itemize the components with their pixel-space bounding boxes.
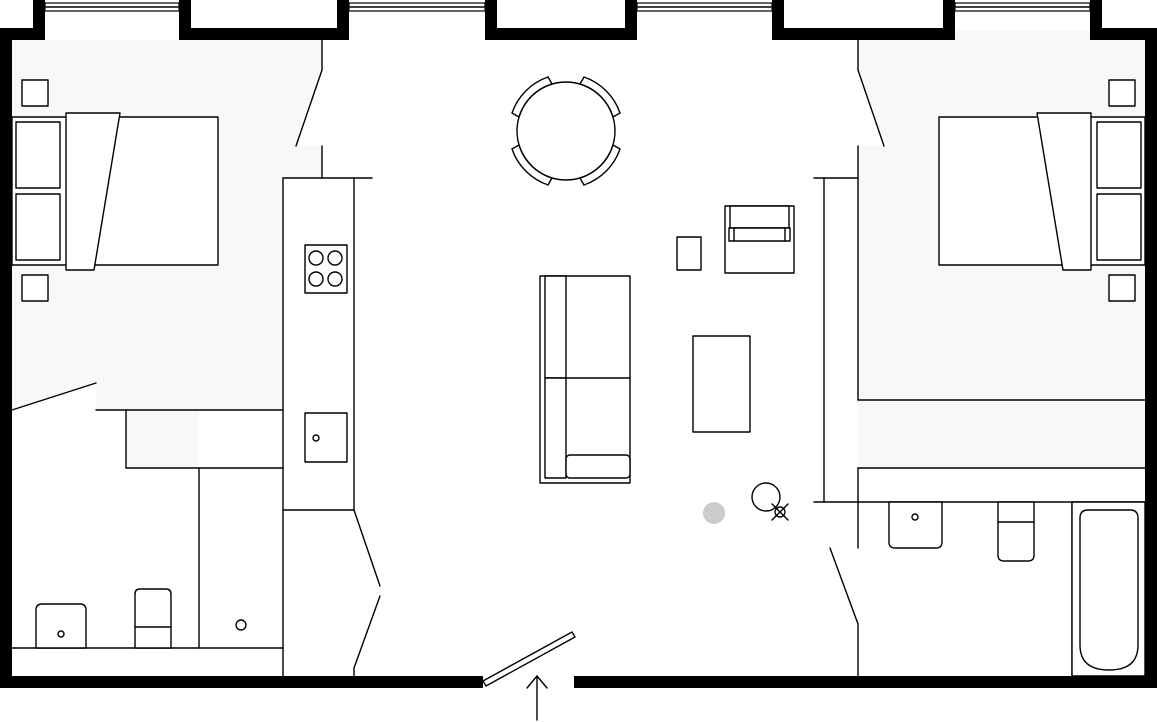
coffee-table: [692, 335, 751, 433]
left-bathroom: [35, 588, 247, 649]
left-bedroom: [11, 79, 219, 302]
entrance-door: [482, 631, 576, 687]
nightstand: [1108, 79, 1136, 107]
cooktop: [304, 244, 348, 294]
living-room: [539, 205, 795, 524]
nightstand: [1108, 274, 1136, 302]
kitchen-sink: [304, 412, 348, 463]
nightstand: [21, 274, 49, 302]
dining-table: [511, 76, 621, 186]
washbasin: [35, 603, 87, 649]
windows: [44, 2, 1091, 12]
sofa: [539, 275, 631, 484]
toilet: [134, 588, 172, 649]
double-bed: [11, 112, 219, 271]
bathtub: [1071, 501, 1146, 677]
right-bedroom: [938, 79, 1146, 302]
double-bed: [938, 112, 1146, 271]
side-table: [676, 236, 702, 271]
entrance-arrow-icon: [526, 675, 548, 721]
floor-drain: [235, 619, 247, 631]
armchair: [724, 205, 795, 274]
nightstand: [21, 79, 49, 107]
position-marker-icon: [703, 502, 725, 524]
toilet: [997, 501, 1035, 562]
outer-walls: [0, 0, 1157, 688]
kitchen: [304, 244, 348, 463]
right-bathroom: [888, 501, 1146, 677]
washbasin: [888, 501, 943, 549]
floor-lamp-icon: [751, 482, 789, 521]
